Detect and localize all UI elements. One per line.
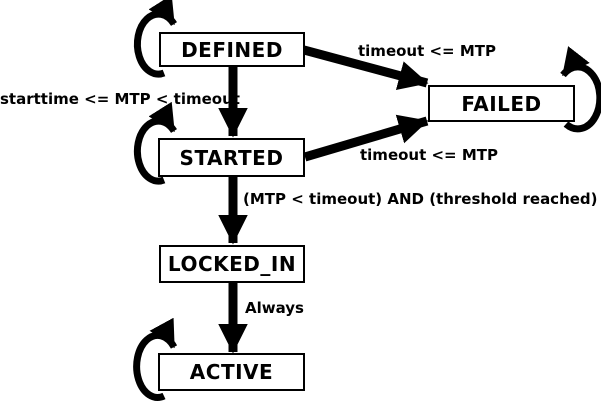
- state-box-failed[interactable]: FAILED: [428, 85, 575, 122]
- state-label-active: ACTIVE: [189, 360, 274, 384]
- self-loop-active-arrow: [133, 317, 178, 401]
- self-loop-failed-arrow: [560, 46, 601, 133]
- edge-defined-to-failed-arrow: [302, 45, 429, 91]
- self-loop-started-arrow: [133, 101, 177, 185]
- state-box-locked-in[interactable]: LOCKED_IN: [159, 245, 305, 283]
- state-box-defined[interactable]: DEFINED: [159, 32, 305, 67]
- edge-started-to-failed-arrow: [303, 114, 429, 162]
- state-label-locked-in: LOCKED_IN: [167, 252, 297, 276]
- transition-label-lockedin-to-active: Always: [245, 299, 304, 317]
- state-label-failed: FAILED: [461, 91, 542, 116]
- transition-label-started-to-failed: timeout <= MTP: [360, 146, 499, 164]
- state-box-active[interactable]: ACTIVE: [158, 353, 305, 391]
- transition-label-defined-to-started: starttime <= MTP < timeout: [0, 90, 240, 108]
- transition-label-defined-to-failed: timeout <= MTP: [358, 42, 497, 60]
- transition-label-started-to-lockedin: (MTP < timeout) AND (threshold reached): [243, 190, 598, 208]
- state-label-started: STARTED: [179, 145, 284, 170]
- state-label-defined: DEFINED: [181, 37, 283, 62]
- self-loop-defined-arrow: [133, 0, 177, 78]
- state-box-started[interactable]: STARTED: [158, 138, 305, 177]
